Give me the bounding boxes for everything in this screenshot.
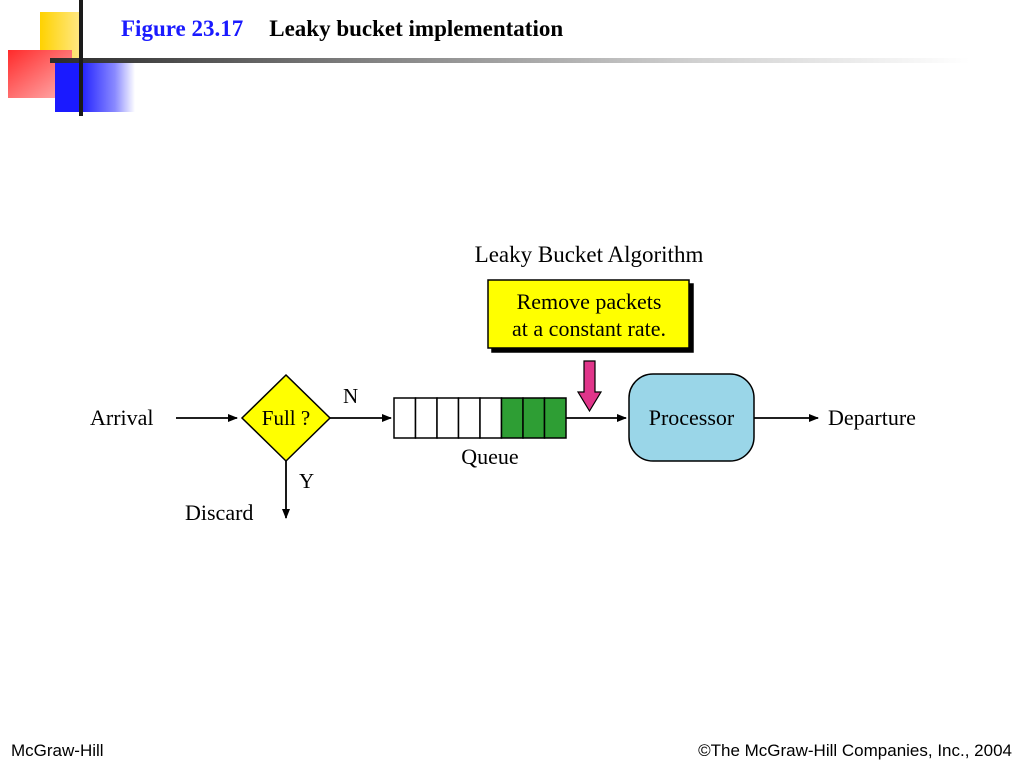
queue-slot-empty	[479, 397, 503, 439]
decision-label: Full ?	[262, 406, 310, 430]
queue-slot-filled	[543, 397, 567, 439]
queue-slot-empty	[393, 397, 417, 439]
processor-label: Processor	[649, 405, 735, 430]
drip-arrow-icon	[576, 360, 603, 413]
title-rule	[50, 58, 970, 63]
queue-label: Queue	[461, 444, 518, 469]
queue-slot-filled	[500, 397, 524, 439]
figure-title: Leaky bucket implementation	[269, 16, 564, 41]
note-line-2: at a constant rate.	[512, 316, 666, 341]
note-line-1: Remove packets	[517, 289, 662, 314]
no-label: N	[343, 384, 358, 408]
queue	[393, 397, 567, 439]
slide-title: Figure 23.17 Leaky bucket implementation	[121, 16, 563, 42]
footer-publisher: McGraw-Hill	[11, 741, 104, 760]
constant-rate-note	[487, 279, 690, 349]
figure-number: Figure 23.17	[121, 16, 244, 41]
decor-blue-block	[55, 62, 135, 112]
algorithm-heading: Leaky Bucket Algorithm	[475, 242, 704, 267]
queue-slot-empty	[436, 397, 460, 439]
queue-slot-filled	[522, 397, 546, 439]
queue-slot-empty	[414, 397, 438, 439]
discard-label: Discard	[185, 500, 253, 525]
arrival-label: Arrival	[90, 405, 154, 430]
yes-label: Y	[299, 469, 314, 493]
footer-copyright: ©The McGraw-Hill Companies, Inc., 2004	[698, 741, 1012, 760]
departure-label: Departure	[828, 405, 916, 430]
queue-slot-empty	[457, 397, 481, 439]
decor-vertical-line	[79, 0, 83, 116]
